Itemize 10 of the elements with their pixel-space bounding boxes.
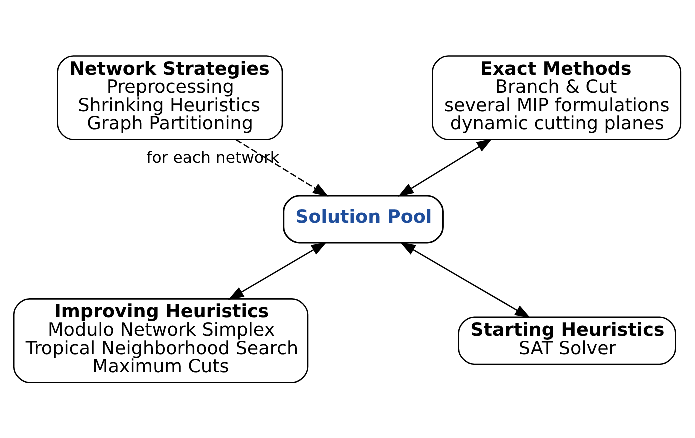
edge-label: for each network <box>146 148 280 167</box>
node-box: Starting Heuristics SAT Solver <box>458 316 676 365</box>
node-box: Solution Pool <box>283 194 444 244</box>
arrow <box>400 242 531 318</box>
arrow <box>398 138 493 196</box>
arrow <box>236 138 329 196</box>
node-box: Improving Heuristics Modulo Network Simplex Tropical Neighborhood Search Maximum Cuts <box>13 298 309 383</box>
node-box: Exact Methods Branch & Cut several MIP formulations dynamic cutting planes <box>432 55 682 140</box>
arrow <box>228 242 328 300</box>
node-box: Network Strategies Preprocessing Shrinking Heuristics Graph Partitioning <box>57 55 284 140</box>
